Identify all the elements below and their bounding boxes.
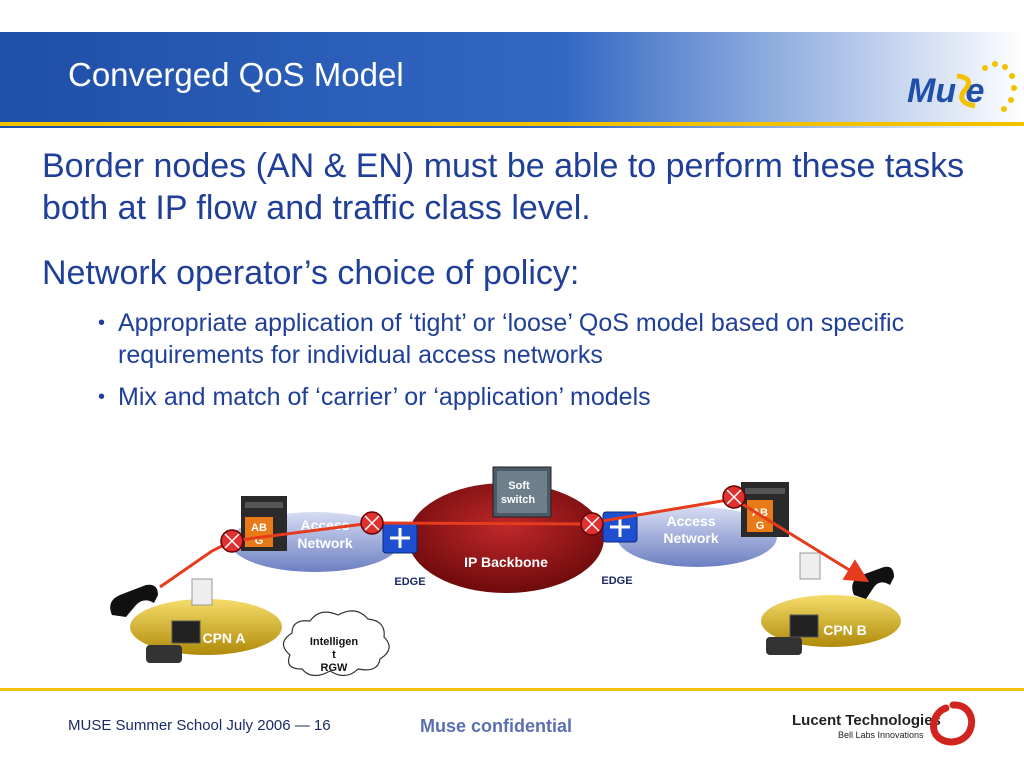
video-phone-left xyxy=(171,620,201,644)
intelligent-rgw-cloud: Intelligen t RGW xyxy=(282,610,390,677)
qos-network-diagram: IP Backbone Soft switch Access Network A… xyxy=(110,466,901,677)
bullet-dot: • xyxy=(98,312,106,334)
slide-title: Converged QoS Model xyxy=(68,56,404,93)
policy-point-4 xyxy=(722,485,746,509)
soft-switch-label-1: Soft xyxy=(508,480,530,492)
abg-right-label-2: G xyxy=(756,520,765,532)
access-network-left-label-2: Network xyxy=(297,535,352,551)
access-network-left-label-1: Access xyxy=(300,517,349,533)
soft-switch-label-2: switch xyxy=(501,494,536,506)
video-phone-right xyxy=(789,614,819,638)
lucent-logo-tagline: Bell Labs Innovations xyxy=(838,730,924,740)
header-divider xyxy=(0,122,1024,126)
lucent-logo: Lucent Technologies Bell Labs Innovation… xyxy=(792,700,982,750)
abg-left-label-2: G xyxy=(255,535,264,547)
access-network-right-label-2: Network xyxy=(663,530,718,546)
access-network-right xyxy=(617,507,777,567)
bullet-dot: • xyxy=(98,386,106,408)
header-banner xyxy=(0,32,1024,128)
cpn-a-area xyxy=(130,599,282,655)
cpn-b-label: CPN B xyxy=(823,622,867,638)
ip-backbone-cloud xyxy=(408,483,604,593)
bullet-item: • Mix and match of ‘carrier’ or ‘applica… xyxy=(98,381,978,413)
soft-switch: Soft switch xyxy=(492,466,552,518)
phone-left xyxy=(110,584,182,663)
bullet-item: • Appropriate application of ‘tight’ or … xyxy=(98,307,978,371)
policy-point-1 xyxy=(220,529,244,553)
footer-divider xyxy=(0,688,1024,691)
abg-left-label-1: AB xyxy=(251,522,267,534)
footer-presentation-info: MUSE Summer School July 2006 — 16 xyxy=(68,717,331,734)
bullet-text: Appropriate application of ‘tight’ or ‘l… xyxy=(118,309,905,369)
rgw-label-2: t xyxy=(332,649,336,661)
access-network-right-label-1: Access xyxy=(666,513,715,529)
ip-backbone-label: IP Backbone xyxy=(464,554,548,570)
footer-confidential: Muse confidential xyxy=(420,716,573,736)
bullet-text: Mix and match of ‘carrier’ or ‘applicati… xyxy=(118,383,651,411)
edge-label-left: EDGE xyxy=(394,576,425,588)
abg-node-right: AB G xyxy=(741,482,789,537)
lucent-ring-icon xyxy=(930,701,976,746)
edge-router-left xyxy=(382,522,418,554)
policy-point-2 xyxy=(360,511,384,535)
rgw-label-3: RGW xyxy=(321,662,349,674)
modem-left xyxy=(191,578,213,606)
modem-right xyxy=(799,552,821,580)
lucent-logo-name: Lucent Technologies xyxy=(792,712,941,729)
paragraph-border-nodes: Border nodes (AN & EN) must be able to p… xyxy=(42,147,965,227)
rgw-label-1: Intelligen xyxy=(310,636,359,648)
abg-node-left: AB G xyxy=(241,496,287,551)
edge-label-right: EDGE xyxy=(601,575,632,587)
cpn-a-label: CPN A xyxy=(202,630,245,646)
paragraph-policy: Network operator’s choice of policy: xyxy=(42,254,580,292)
policy-point-3 xyxy=(580,512,604,536)
muse-logo: Mu e xyxy=(907,61,1017,112)
